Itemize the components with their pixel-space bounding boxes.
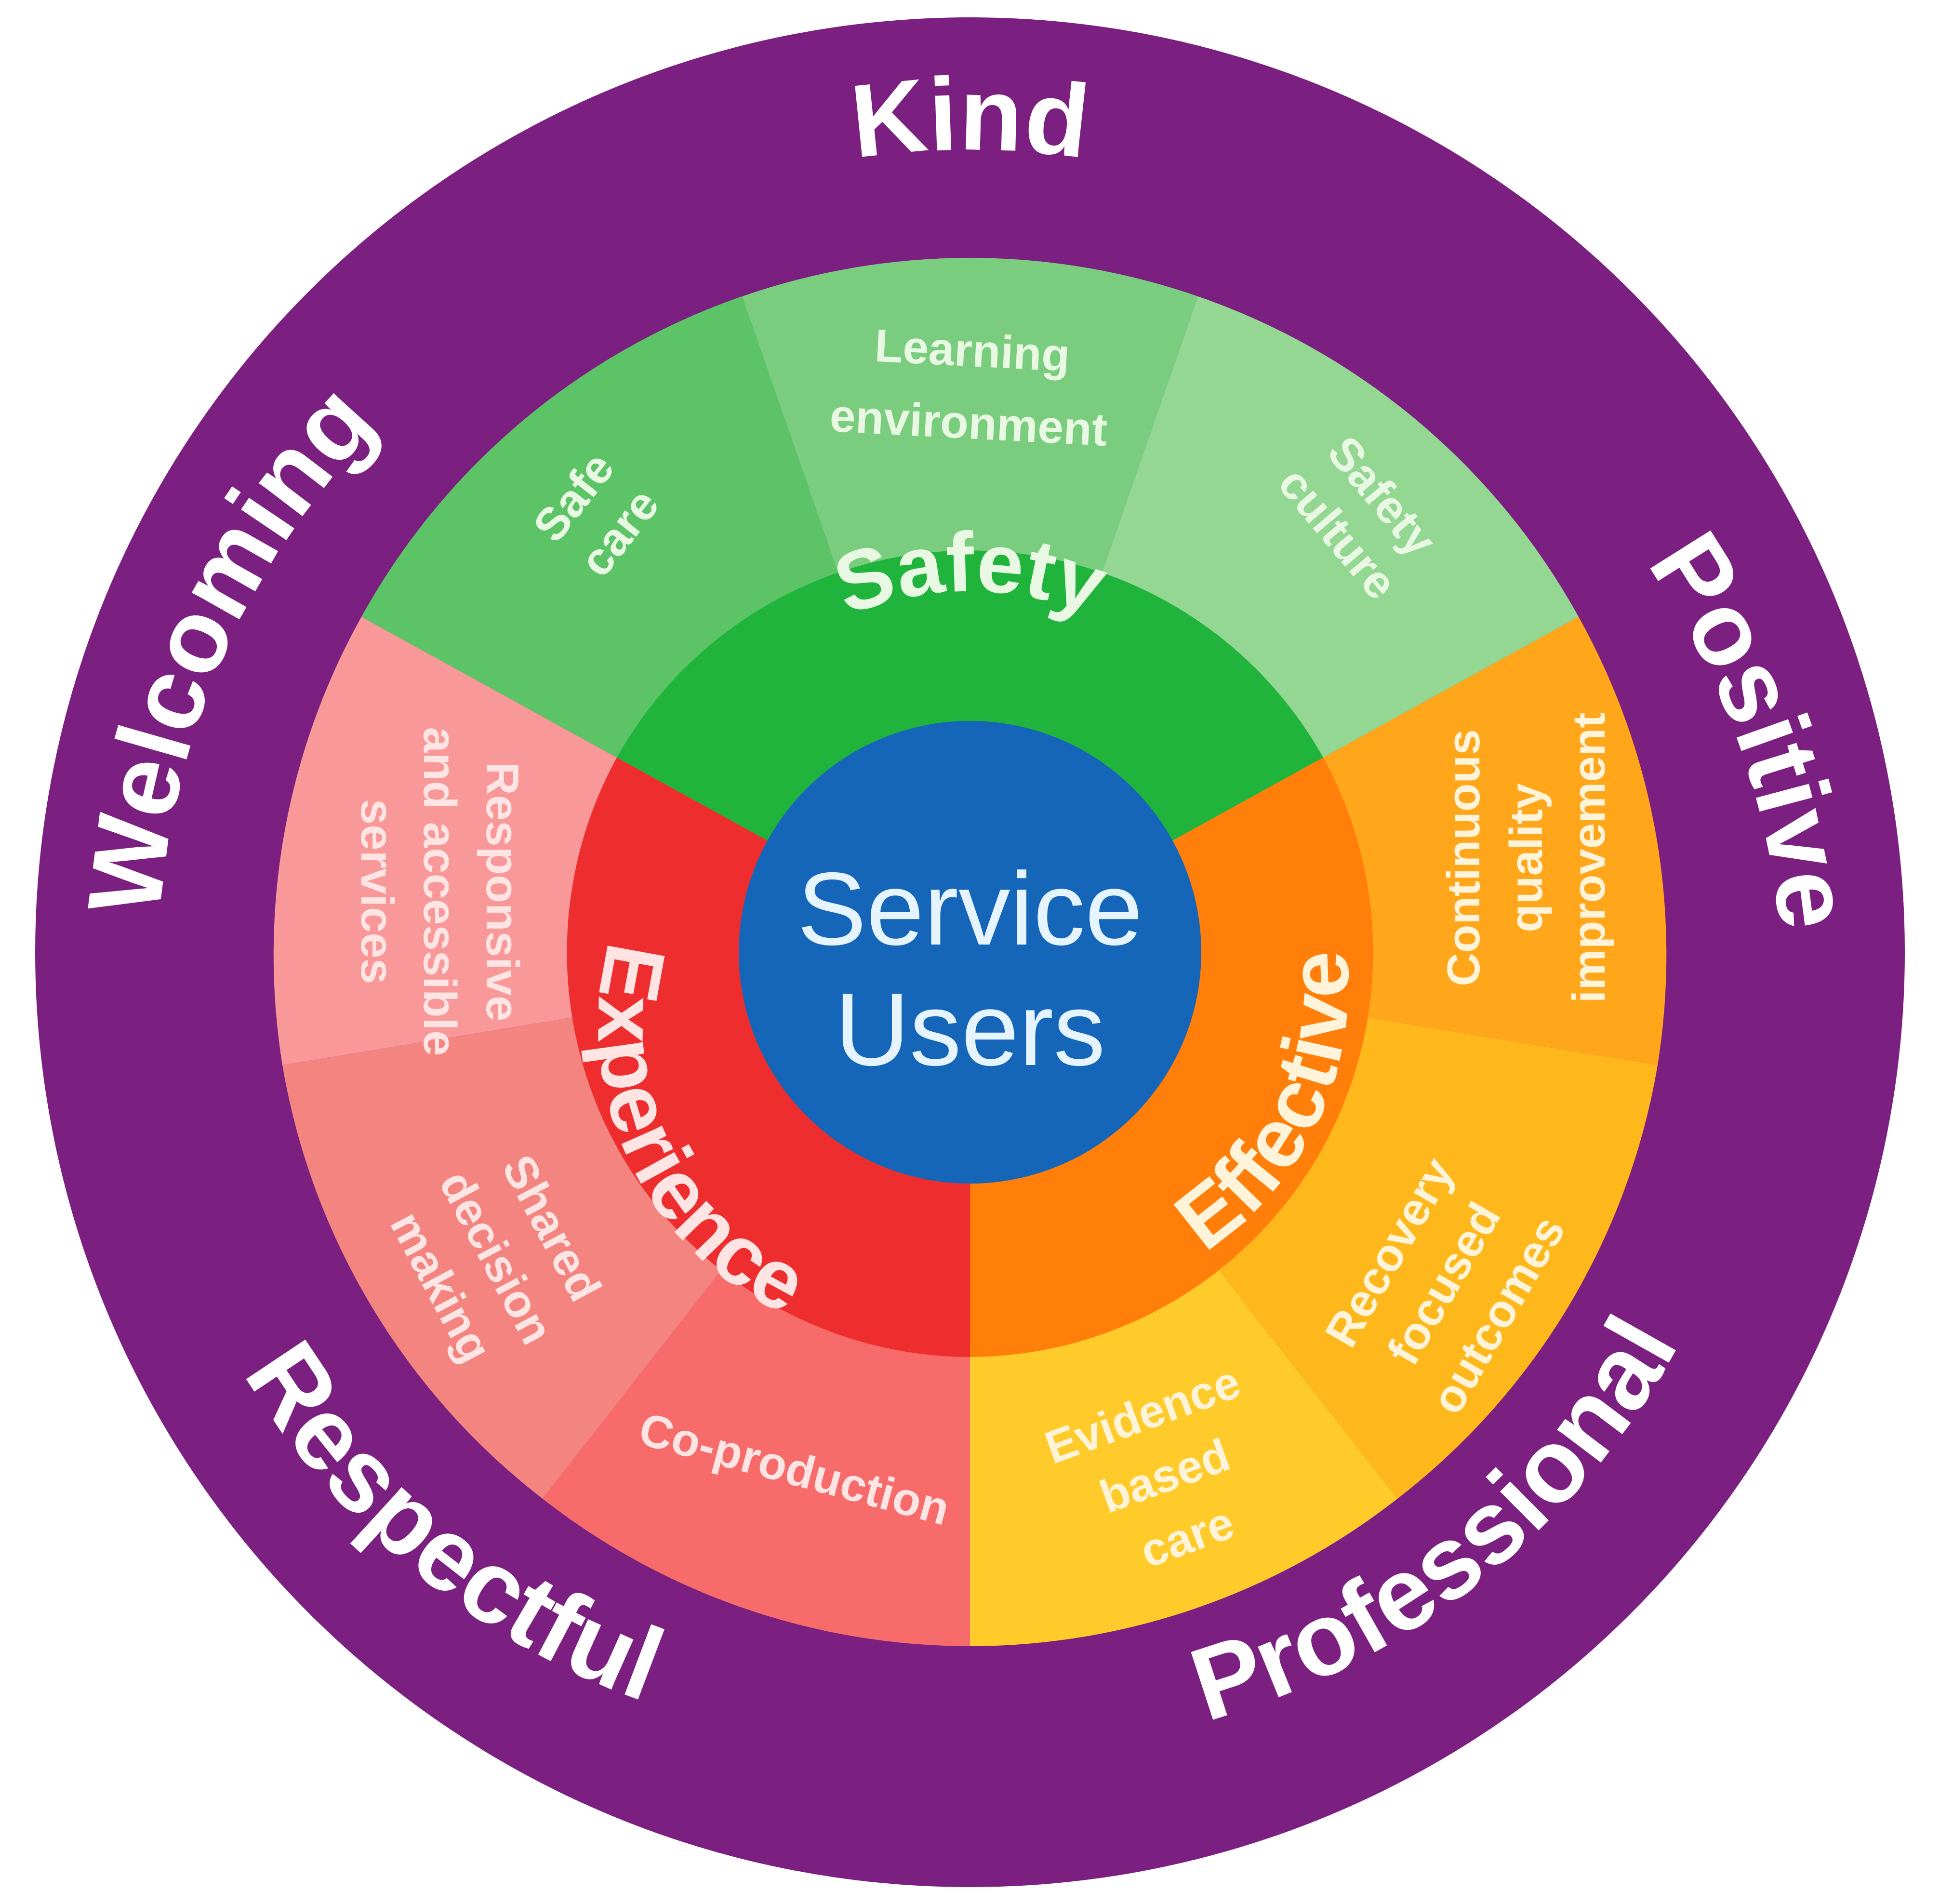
svg-text:Responsive: Responsive: [477, 762, 528, 1022]
aspect-responsive-accessible-services: Responsive and accessible services: [351, 727, 528, 1056]
svg-text:Learning: Learning: [874, 320, 1071, 382]
svg-text:quality: quality: [1501, 783, 1552, 932]
value-kind: Kind: [846, 55, 1095, 180]
aspect-continuous-quality-improvement: Continuous quality improvement: [1438, 713, 1615, 1003]
center-label-line2: Users: [835, 971, 1105, 1087]
service-users-center: [739, 721, 1201, 1184]
svg-text:improvement: improvement: [1563, 713, 1615, 1003]
svg-text:services: services: [351, 799, 403, 984]
svg-text:and accessible: and accessible: [414, 727, 465, 1056]
aspect-learning-environment: Learning environment: [829, 320, 1109, 456]
center-label-line1: Service: [797, 851, 1143, 967]
svg-text:Continuous: Continuous: [1438, 729, 1489, 986]
